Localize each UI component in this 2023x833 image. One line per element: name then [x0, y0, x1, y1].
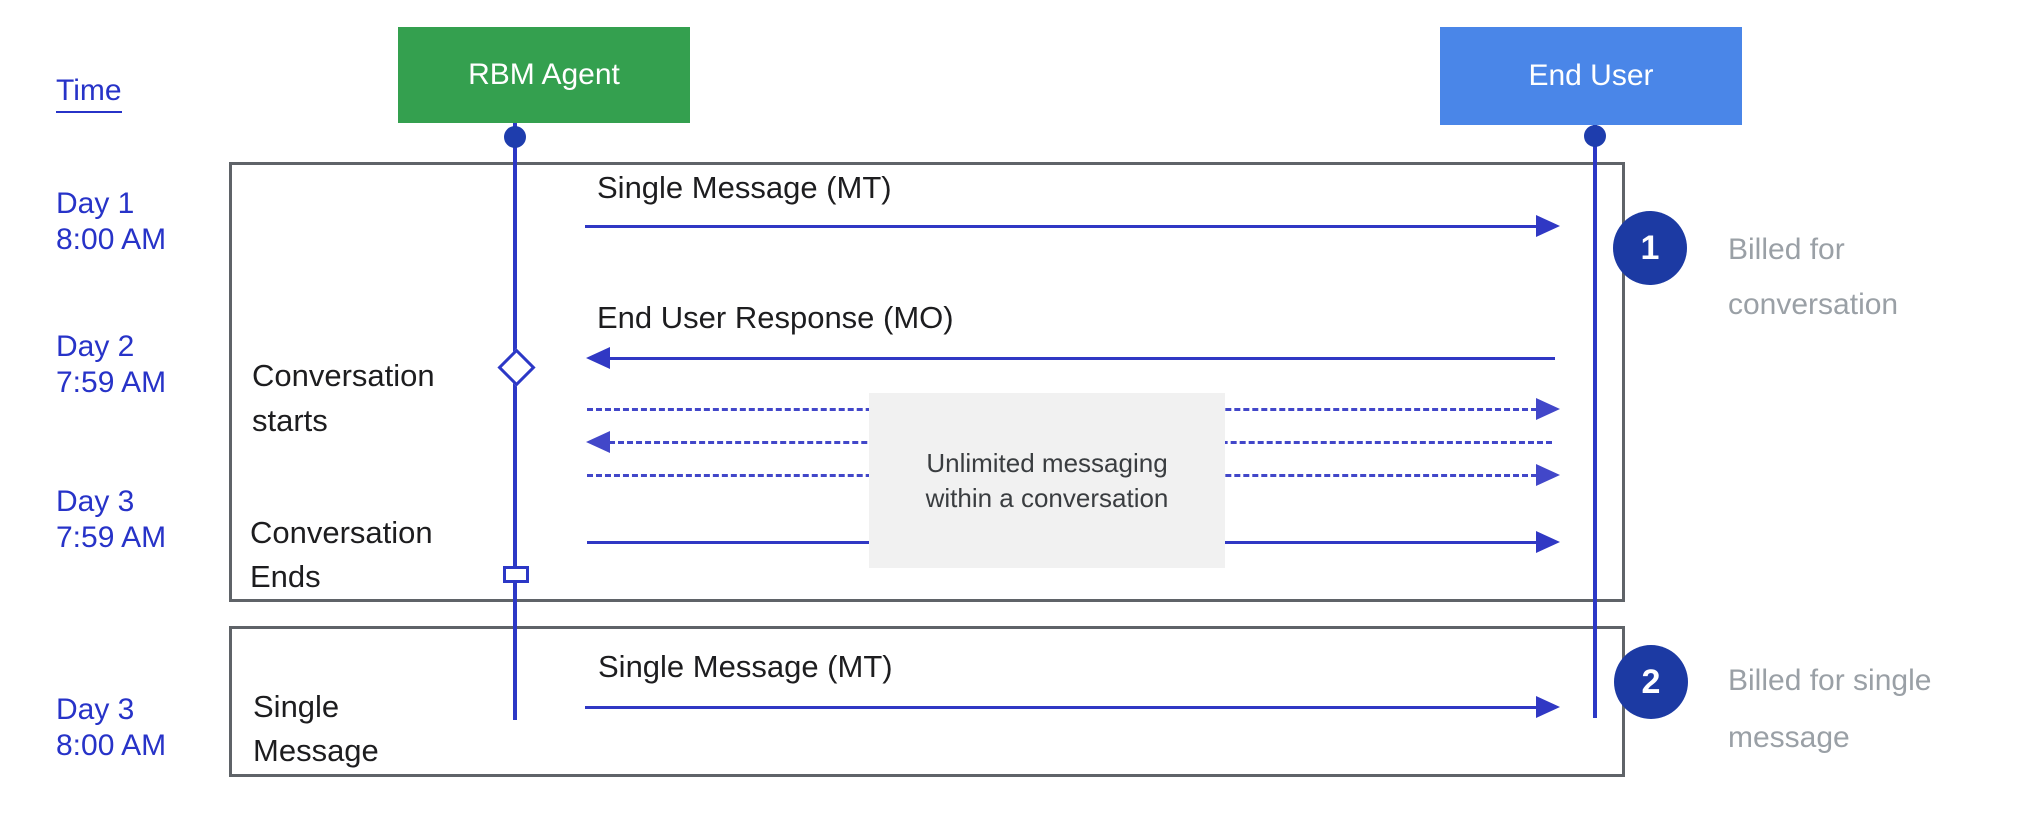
rbm-agent-label: RBM Agent: [468, 58, 620, 91]
rbm-agent-lifeline: [513, 122, 517, 720]
timeline-day1-day: Day 1: [56, 187, 135, 220]
arrowhead-right-icon: [1536, 531, 1560, 553]
note-line2: within a conversation: [925, 482, 1169, 513]
timeline-day3-day: Day 3: [56, 485, 135, 518]
arrowhead-right-icon: [1536, 464, 1560, 486]
billed2-line1: Billed for single: [1728, 664, 1932, 697]
unlimited-messaging-note: Unlimited messaging within a conversatio…: [869, 393, 1225, 568]
end-user-response-mo-label: End User Response (MO): [597, 300, 954, 335]
billing-badge-2: 2: [1614, 645, 1688, 719]
single-message-mt-arrow: [585, 225, 1537, 228]
billed-for-single-message-label: Billed for single message: [1728, 652, 1931, 766]
end-user-response-mo-arrow: [609, 357, 1555, 360]
billed-for-conversation-label: Billed for conversation: [1728, 222, 1898, 332]
rbm-lifeline-dot-icon: [504, 126, 526, 148]
single-message-row-line1: Single: [253, 689, 340, 724]
single-message-row-line2: Message: [253, 733, 379, 768]
conversation-ends-line1: Conversation: [250, 515, 433, 550]
timeline-day3b-day: Day 3: [56, 693, 135, 726]
arrowhead-left-icon: [586, 431, 610, 453]
timeline-day3-time: 7:59 AM: [56, 521, 167, 554]
end-user-lifeline: [1593, 124, 1597, 718]
rbm-agent-actor-box: RBM Agent: [398, 27, 690, 123]
timeline-day3b-time: 8:00 AM: [56, 729, 167, 762]
single-message-mt2-arrow: [585, 706, 1537, 709]
time-axis-label: Time: [56, 74, 122, 113]
arrowhead-right-icon: [1536, 215, 1560, 237]
arrowhead-left-icon: [586, 347, 610, 369]
end-user-label: End User: [1528, 59, 1654, 92]
single-message-frame: [229, 626, 1625, 777]
note-line1: Unlimited messaging: [926, 447, 1168, 478]
single-message-mt2-label: Single Message (MT): [598, 649, 893, 684]
end-user-actor-box: End User: [1440, 27, 1742, 125]
billing-badge-2-number: 2: [1641, 662, 1661, 701]
conversation-end-marker-icon: [503, 566, 529, 583]
conversation-starts-line1: Conversation: [252, 358, 435, 393]
arrowhead-right-icon: [1536, 696, 1560, 718]
timeline-day1-time: 8:00 AM: [56, 223, 167, 256]
single-message-mt-label: Single Message (MT): [597, 170, 892, 205]
timeline-day2-day: Day 2: [56, 330, 135, 363]
billed1-line2: conversation: [1728, 288, 1899, 321]
billed1-line1: Billed for: [1728, 233, 1845, 266]
timeline-day2-time: 7:59 AM: [56, 366, 167, 399]
conversation-starts-label: Conversation starts: [252, 353, 435, 443]
conversation-ends-line2: Ends: [250, 559, 321, 594]
arrowhead-right-icon: [1536, 398, 1560, 420]
conversation-frame: [229, 162, 1625, 602]
billed2-line2: message: [1728, 721, 1850, 754]
billing-badge-1: 1: [1613, 211, 1687, 285]
end-user-lifeline-dot-icon: [1584, 125, 1606, 147]
conversation-starts-line2: starts: [252, 403, 328, 438]
billing-badge-1-number: 1: [1640, 228, 1660, 267]
